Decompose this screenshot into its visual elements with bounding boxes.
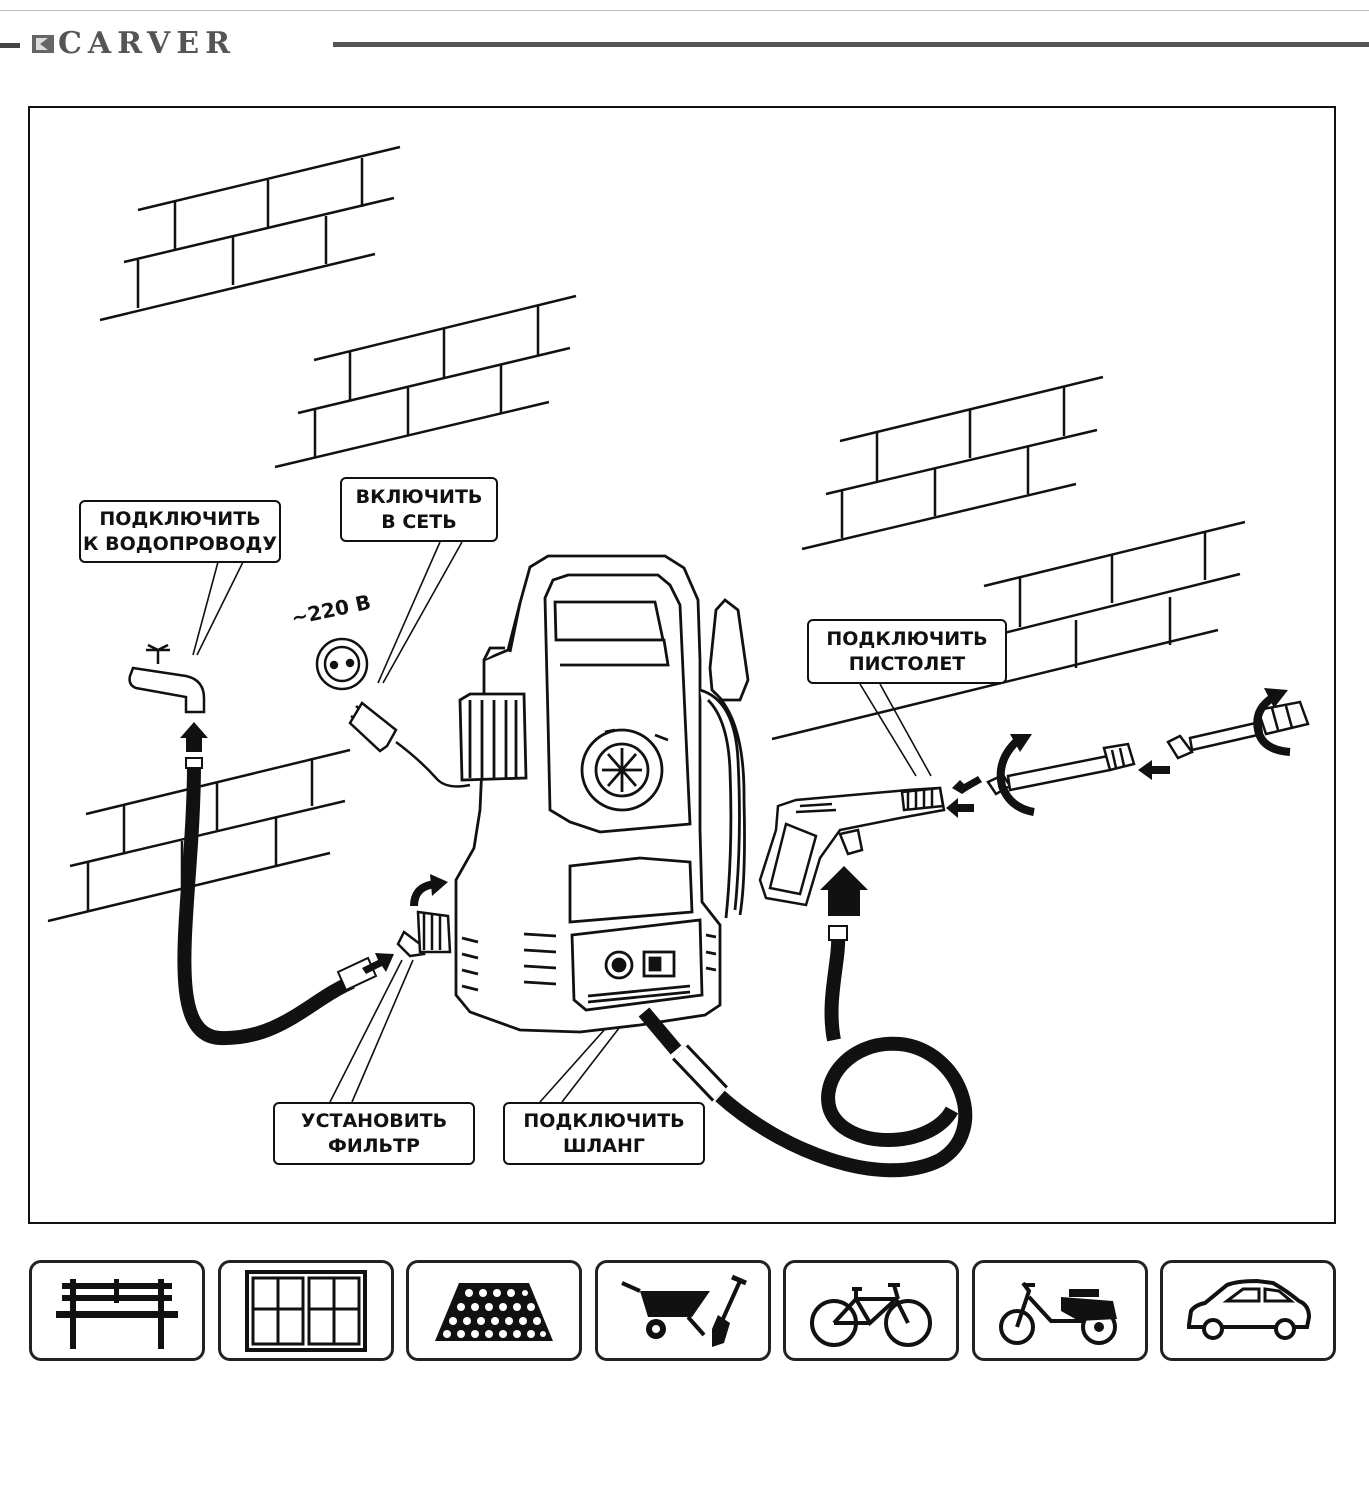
top-rule: [0, 10, 1369, 11]
flow-arrows: [180, 722, 1170, 974]
bench-icon: [56, 1278, 178, 1349]
tile-garden: [595, 1260, 771, 1361]
tile-scooter: [972, 1260, 1148, 1361]
window-icon: [245, 1269, 367, 1352]
tile-car: [1160, 1260, 1336, 1361]
brand-mark-icon: [32, 35, 54, 53]
scooter-icon: [999, 1281, 1117, 1345]
bicycle-icon: [810, 1282, 932, 1347]
tile-bicycle: [783, 1260, 959, 1361]
brand-logo: CARVER: [58, 26, 237, 61]
brick-wall-center: [274, 294, 577, 469]
label-connect-water: ПОДКЛЮЧИТЬ К ВОДОПРОВОДУ: [79, 500, 281, 563]
header-rule-right: [333, 42, 1369, 47]
rotate-arrowheads: [430, 688, 1288, 896]
brick-wall-right-top: [801, 375, 1104, 551]
faucet-icon: [128, 643, 206, 714]
car-icon: [1187, 1278, 1312, 1340]
socket-icon: [315, 637, 369, 691]
label-install-filter: УСТАНОВИТЬ ФИЛЬТР: [273, 1102, 475, 1165]
label-connect-hose: ПОДКЛЮЧИТЬ ШЛАНГ: [503, 1102, 705, 1165]
garden-tools-icon: [621, 1274, 747, 1347]
tile-bench: [29, 1260, 205, 1361]
high-pressure-hose: [638, 925, 973, 1178]
brick-wall-right-bottom: [771, 520, 1246, 741]
label-plug-in: ВКЛЮЧИТЬ В СЕТЬ: [340, 477, 498, 542]
tile-window: [218, 1260, 394, 1361]
header-rule-left: [0, 43, 20, 48]
diagram-frame: [28, 106, 1336, 1224]
setup-diagram: [47, 145, 1310, 1178]
filter-icon: [396, 910, 452, 958]
tile-paving: [406, 1260, 582, 1361]
label-connect-gun: ПОДКЛЮЧИТЬ ПИСТОЛЕТ: [807, 619, 1007, 684]
pressure-washer-icon: [454, 554, 750, 1034]
water-supply-hose: [177, 757, 378, 1046]
plug-icon: [348, 701, 471, 788]
spray-gun-icon: [758, 786, 946, 907]
paving-icon: [435, 1282, 553, 1341]
brick-wall-top-left: [99, 145, 401, 322]
